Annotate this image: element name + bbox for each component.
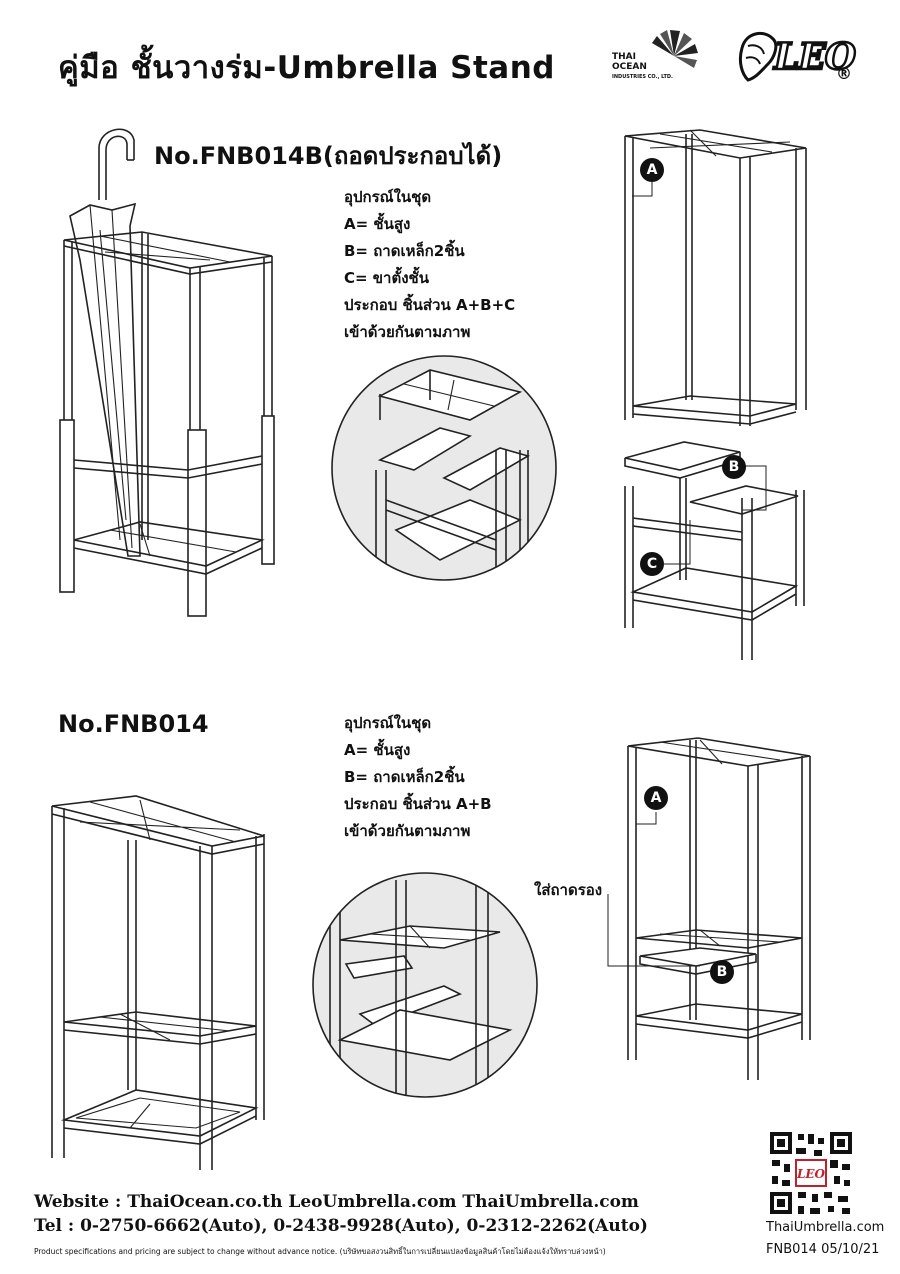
badge-b-section2: B xyxy=(710,960,734,984)
badge-a-section1: A xyxy=(640,158,664,182)
parts-list-fnb014: อุปกรณ์ในชุด A= ชั้นสูง B= ถาดเหล็ก2ชิ้น… xyxy=(344,710,492,845)
assembly-note: เข้าด้วยกันตามภาพ xyxy=(344,323,471,341)
lion-head-icon xyxy=(738,31,778,82)
badge-b-section1: B xyxy=(722,455,746,479)
footer-disclaimer: Product specifications and pricing are s… xyxy=(34,1247,606,1256)
part-a-2: A= ชั้นสูง xyxy=(344,741,411,759)
footer-tel: Tel : 0-2750-6662(Auto), 0-2438-9928(Aut… xyxy=(34,1216,648,1236)
part-b-2: B= ถาดเหล็ก2ชิ้น xyxy=(344,768,465,786)
model-fnb014-title: No.FNB014 xyxy=(58,710,209,738)
badge-a-section2: A xyxy=(644,786,668,810)
part-c: C= ขาตั้งชั้น xyxy=(344,269,429,287)
qr-site-label: ThaiUmbrella.com xyxy=(766,1220,885,1235)
qr-code: LEO xyxy=(768,1130,854,1216)
parts-list-fnb014b: อุปกรณ์ในชุด A= ชั้นสูง B= ถาดเหล็ก2ชิ้น… xyxy=(344,184,515,346)
brand-thai: THAI xyxy=(612,52,636,62)
thai-ocean-logo: THAI OCEAN INDUSTRIES CO., LTD. xyxy=(612,26,704,90)
tray-label: ใส่ถาดรอง xyxy=(534,881,603,899)
badge-c-section1: C xyxy=(640,552,664,576)
brand-ocean: OCEAN xyxy=(612,62,647,72)
brand-leo: LEO xyxy=(773,35,858,80)
part-b: B= ถาดเหล็ก2ชิ้น xyxy=(344,242,465,260)
part-a: A= ชั้นสูง xyxy=(344,215,411,233)
assembly-note-2: เข้าด้วยกันตามภาพ xyxy=(344,822,471,840)
parts-title-2: อุปกรณ์ในชุด xyxy=(344,714,432,732)
leo-logo: LEO ® xyxy=(734,26,858,88)
thai-ocean-fan-icon xyxy=(652,30,698,68)
document-code: FNB014 05/10/21 xyxy=(766,1242,880,1257)
svg-text:LEO: LEO xyxy=(796,1167,826,1181)
parts-title: อุปกรณ์ในชุด xyxy=(344,188,432,206)
model-fnb014b-title: No.FNB014B(ถอดประกอบได้) xyxy=(154,142,503,170)
assembly-instruction-2: ประกอบ ชิ้นส่วน A+B xyxy=(344,795,492,813)
qr-code-icon: LEO xyxy=(768,1130,854,1216)
page-title: คู่มือ ชั้นวางร่ม-Umbrella Stand xyxy=(58,50,555,86)
brand-industries: INDUSTRIES CO., LTD. xyxy=(612,74,673,80)
footer-website: Website : ThaiOcean.co.th LeoUmbrella.co… xyxy=(34,1192,639,1212)
assembly-instruction: ประกอบ ชิ้นส่วน A+B+C xyxy=(344,296,516,314)
registered-mark: ® xyxy=(836,64,852,83)
